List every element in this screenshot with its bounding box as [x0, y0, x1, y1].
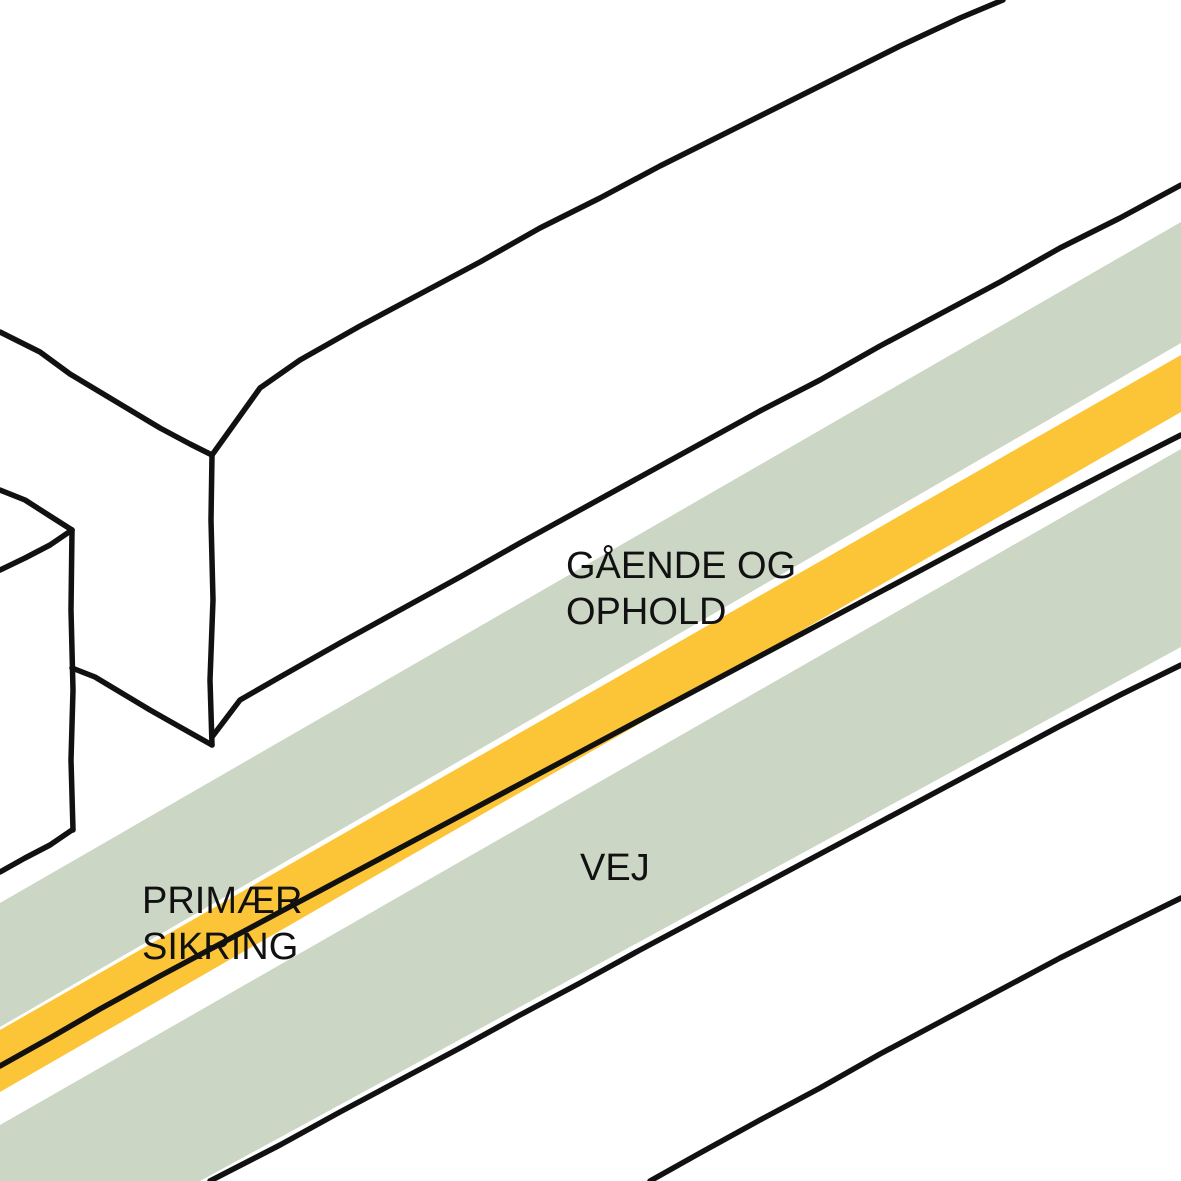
label-primary-safety-line2: SIKRING — [142, 926, 299, 968]
side-building-corner-edge — [68, 527, 76, 833]
main-building-roof-edge — [0, 329, 215, 458]
main-building-corner-edge — [207, 452, 216, 748]
side-building-top-edge — [0, 487, 75, 533]
bottom-sketch-line — [647, 895, 1181, 1181]
label-road: VEJ — [580, 845, 650, 891]
side-building-roof-edge — [0, 527, 75, 573]
label-pedestrian-zone-line1: GÅENDE OG — [566, 545, 797, 587]
road-lower-edge-line — [207, 662, 1181, 1181]
main-building-top-edge — [209, 0, 1006, 458]
edge-line-lower-left — [0, 827, 75, 875]
primary-safety-band — [0, 355, 1181, 1092]
label-pedestrian-zone: GÅENDE OG OPHOLD — [566, 543, 796, 635]
main-building-base-edge — [69, 665, 215, 748]
road-band — [0, 449, 1181, 1181]
label-primary-safety-line1: PRIMÆR — [142, 880, 303, 922]
pedestrian-zone-band — [0, 222, 1181, 1027]
edge-line-upper — [209, 182, 1181, 740]
label-pedestrian-zone-line2: OPHOLD — [566, 591, 727, 633]
safety-road-divider-line — [0, 432, 1181, 1069]
label-primary-safety: PRIMÆR SIKRING — [142, 878, 302, 970]
label-road-line1: VEJ — [580, 847, 650, 889]
